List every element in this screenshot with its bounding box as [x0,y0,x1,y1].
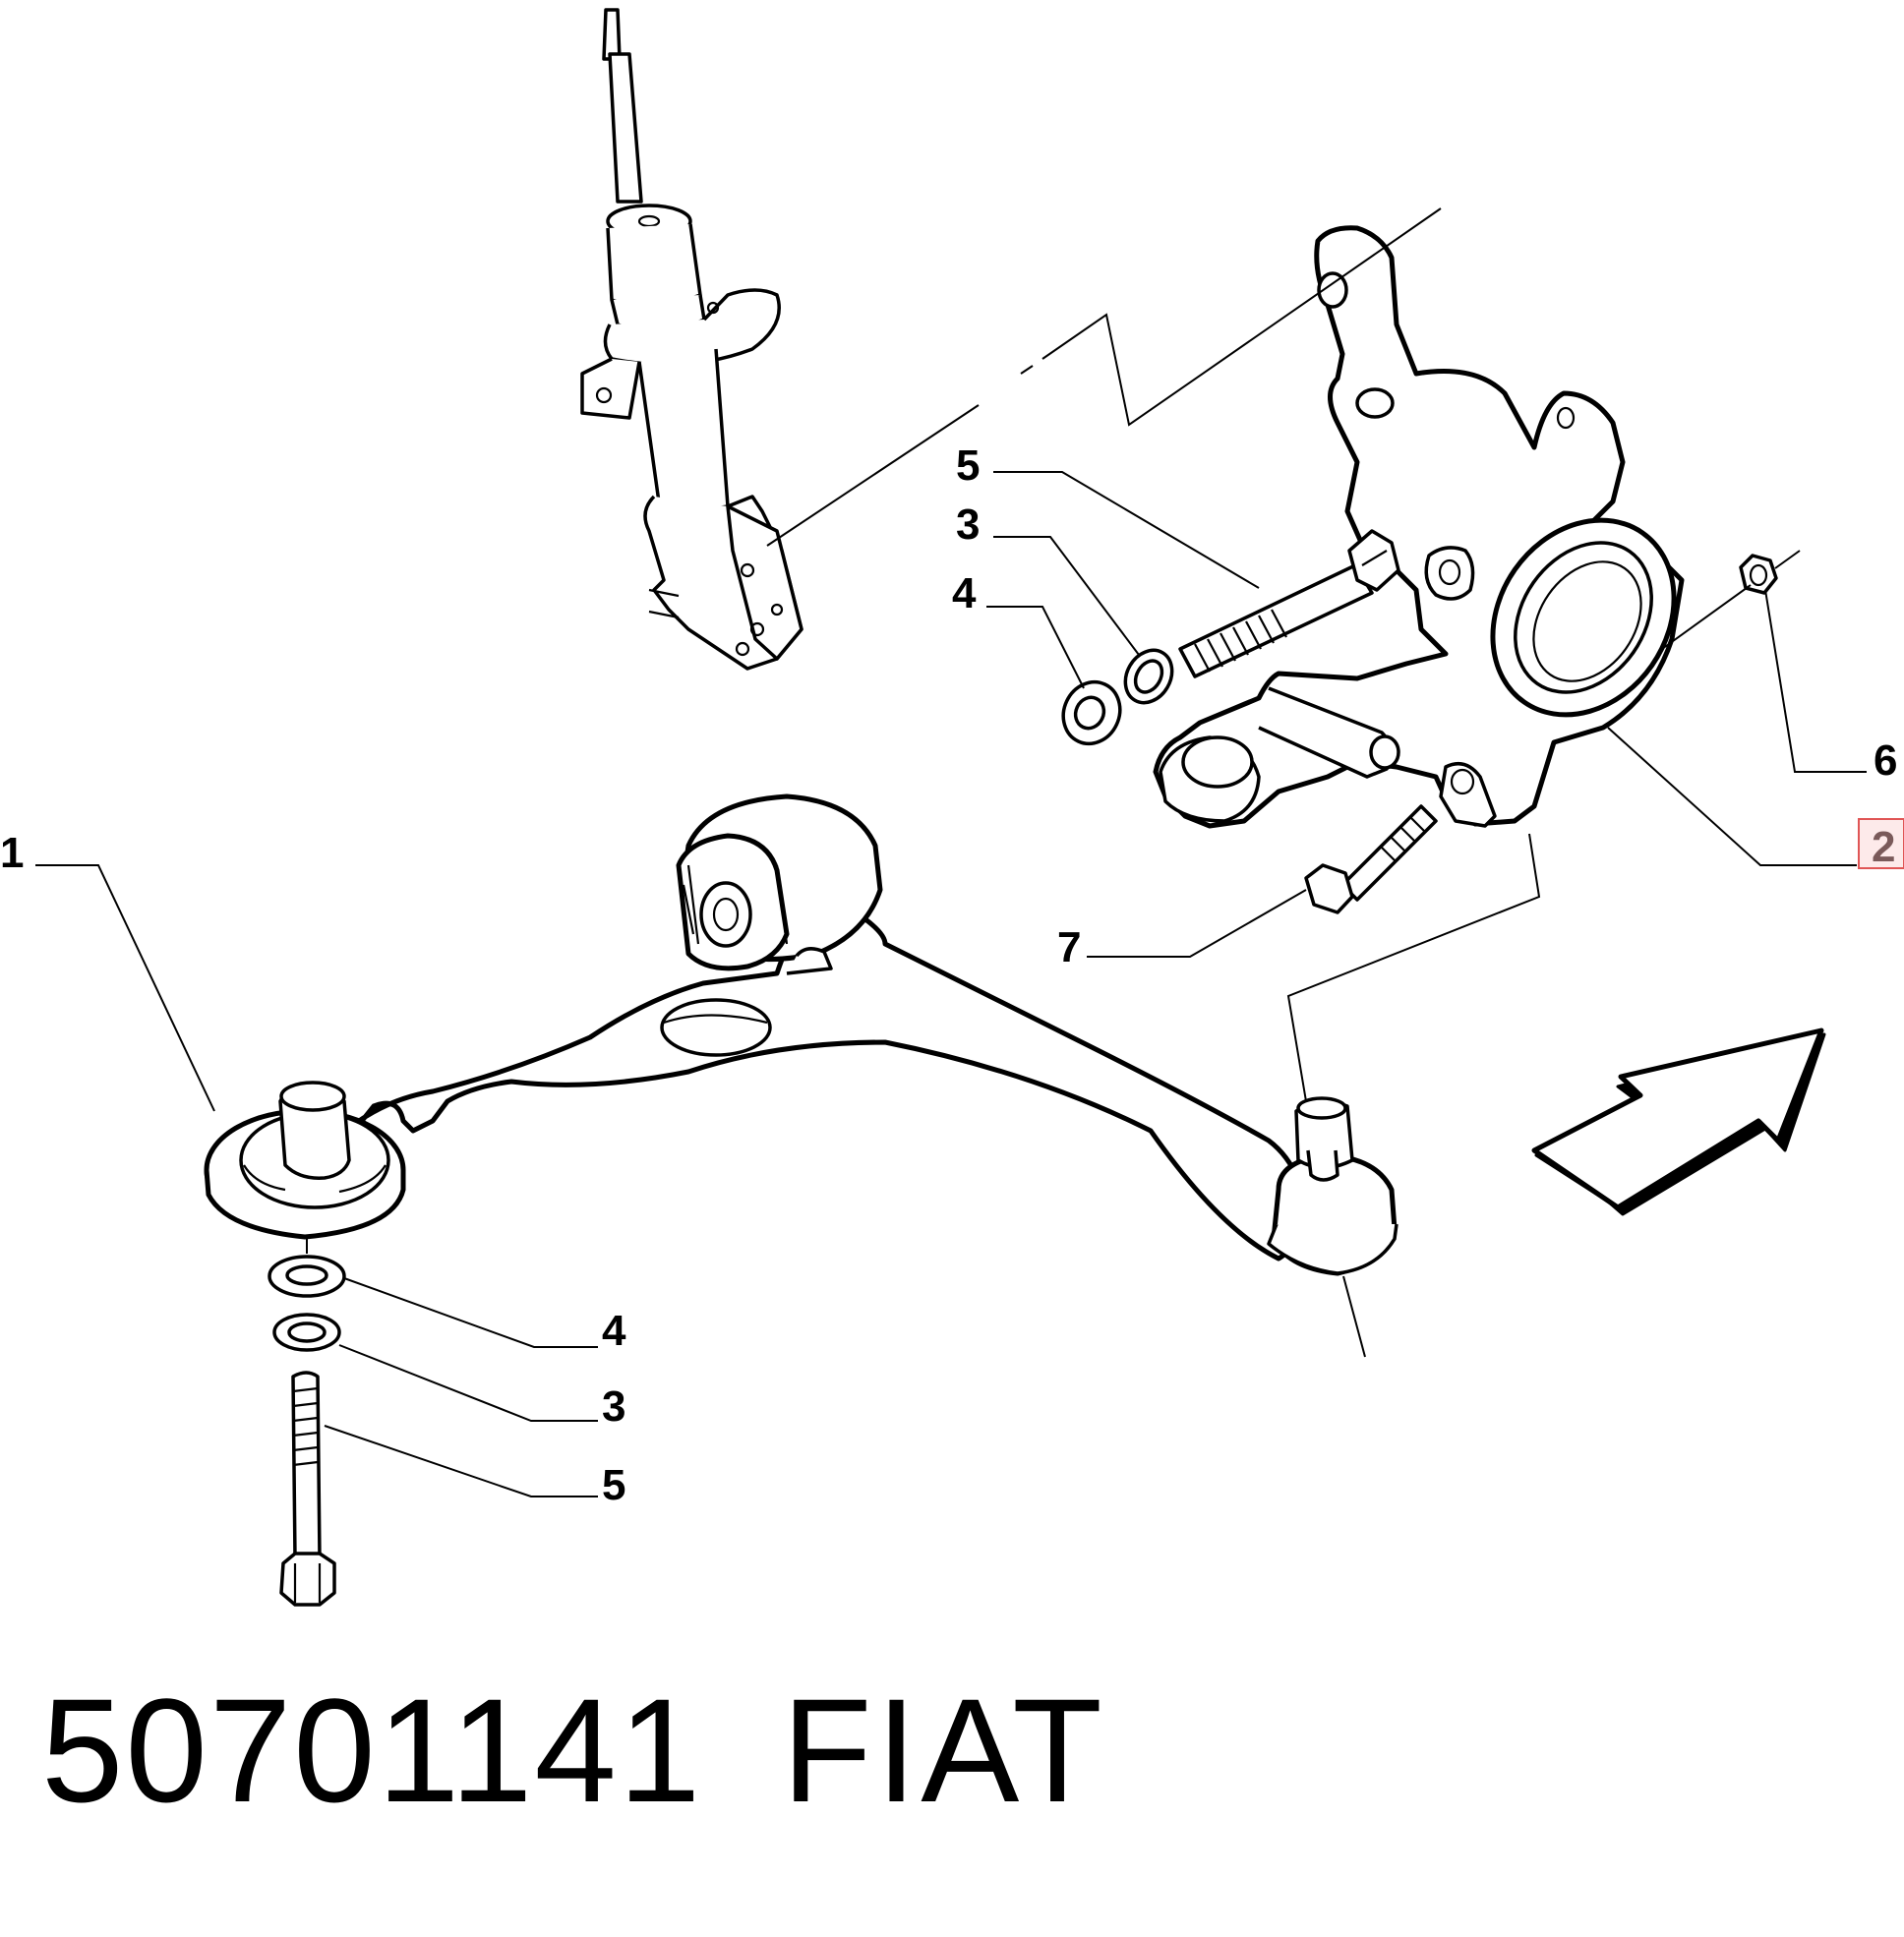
callout-5-upper: 5 [956,441,980,490]
leader-lines [35,471,1867,1497]
lower-control-arm [204,793,1398,1276]
bolt-7 [1304,804,1438,914]
shock-absorber-strut [580,8,803,671]
arrow-up-right-icon [1531,1027,1826,1216]
callout-5-lower: 5 [602,1461,625,1509]
long-bolt-upper [1178,529,1400,678]
callout-2: 2 [1872,823,1895,871]
callout-labels: 1 2 3 4 5 6 7 4 3 5 [0,441,1904,1509]
callout-3-upper: 3 [956,500,980,549]
steering-knuckle [1153,225,1685,829]
reference-lines [306,207,1801,1358]
callout-1: 1 [0,829,24,877]
washer-3-lower [272,1313,341,1352]
part-number: 50701141 [41,1668,703,1833]
washer-4-lower [268,1255,346,1298]
long-bolt-lower [279,1371,336,1607]
callout-7: 7 [1057,923,1081,971]
brand-name: FIAT [782,1668,1106,1833]
callout-6: 6 [1874,736,1897,785]
washer-4-upper [1061,679,1122,746]
callout-2-highlight [1858,818,1904,869]
washer-3-upper [1123,648,1174,705]
callout-4-lower: 4 [602,1307,626,1355]
callout-4-upper: 4 [952,569,977,617]
callout-3-lower: 3 [602,1382,625,1431]
